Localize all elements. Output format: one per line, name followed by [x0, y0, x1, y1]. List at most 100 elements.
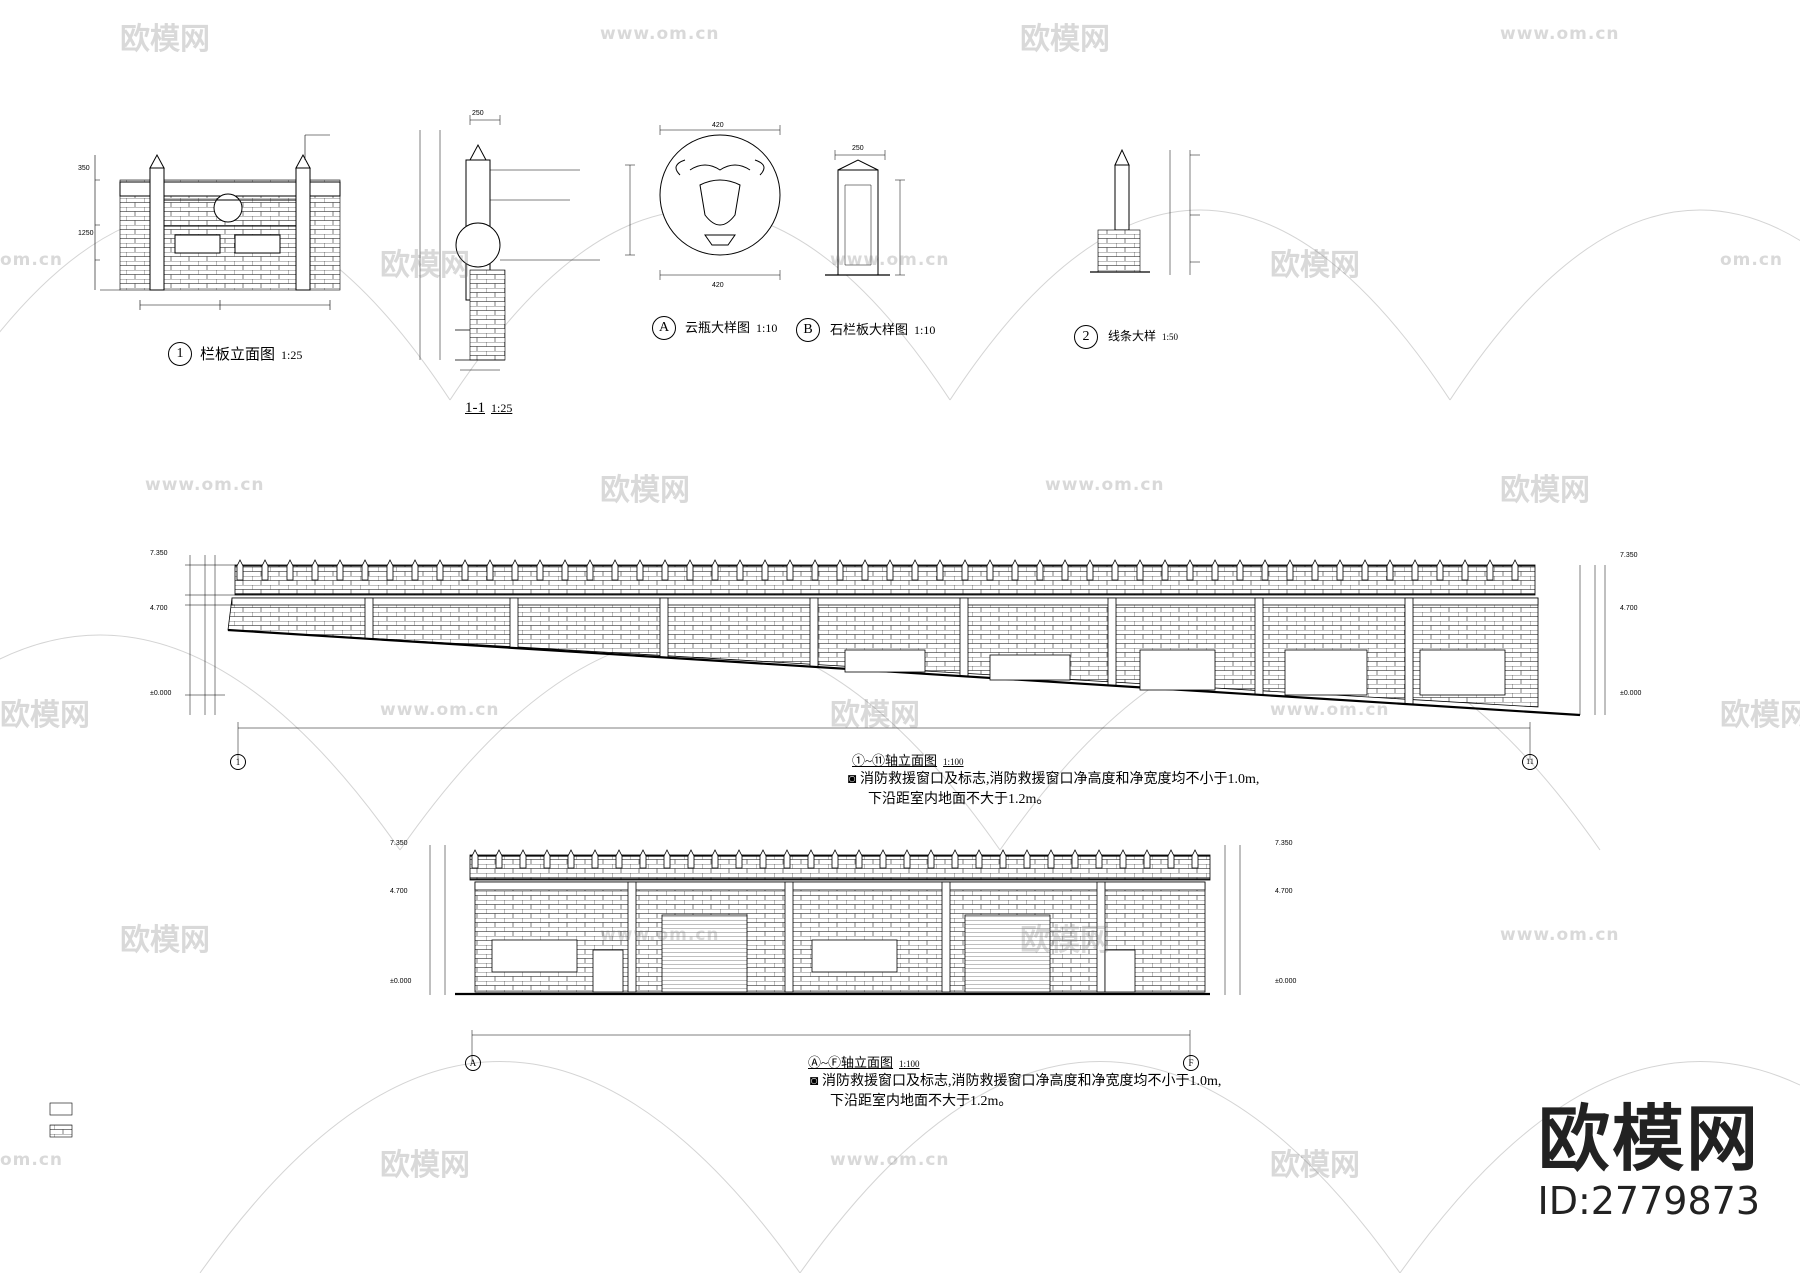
baluster-post — [361, 559, 369, 581]
baluster-post — [536, 559, 544, 581]
watermark-logo: 欧模网 — [120, 923, 210, 958]
baluster-post — [836, 559, 844, 581]
detail-1-1-section — [419, 115, 600, 371]
watermark-url: www.om.cn — [830, 1150, 950, 1170]
baluster-post — [903, 849, 911, 869]
baluster-post — [1047, 849, 1055, 869]
elevation-1-note-line1: ◙ 消防救援窗口及标志,消防救援窗口净高度和净宽度均不小于1.0m, — [848, 770, 1259, 790]
elevation-1-note-text1: 消防救援窗口及标志,消防救援窗口净高度和净宽度均不小于1.0m, — [859, 772, 1260, 787]
baluster-post — [855, 849, 863, 869]
watermark-url: www.om.cn — [600, 24, 720, 44]
detail-1-scale: 1:25 — [281, 348, 303, 362]
dim-label: 7.350 — [1275, 840, 1293, 847]
pilaster — [1254, 597, 1264, 695]
detail-1-railing-elevation — [94, 134, 341, 310]
elevation-1-scale: 1:100 — [943, 757, 964, 767]
baluster-post — [261, 559, 269, 581]
watermark-url: www.om.cn — [1500, 925, 1620, 945]
baluster-post — [311, 559, 319, 581]
baluster-post — [687, 849, 695, 869]
dim-label: 4.700 — [390, 888, 408, 895]
baluster-post — [1336, 559, 1344, 581]
detail-2-moulding — [1090, 148, 1200, 275]
pilaster — [1404, 597, 1414, 705]
baluster-post — [1071, 849, 1079, 869]
dim-label: 4.700 — [1620, 605, 1638, 612]
baluster-post — [436, 559, 444, 581]
dim-label: 420 — [712, 122, 724, 129]
watermark-url: www.om.cn — [1270, 700, 1390, 720]
baluster-post — [1011, 559, 1019, 581]
baluster-post — [386, 559, 394, 581]
dim-label: ±0.000 — [1620, 690, 1642, 697]
watermark-url: om.cn — [0, 250, 64, 270]
watermark-logo: 欧模网 — [1720, 698, 1800, 733]
elevation-1-note-line2: 下沿距室内地面不大于1.2m。 — [868, 792, 1051, 807]
dim-label: ±0.000 — [390, 978, 412, 985]
elevation-2-note-text1: 消防救援窗口及标志,消防救援窗口净高度和净宽度均不小于1.0m, — [821, 1074, 1222, 1089]
elevation-1-balusters — [236, 559, 1519, 581]
baluster-post — [807, 849, 815, 869]
baluster-post — [1161, 559, 1169, 581]
baluster-post — [1436, 559, 1444, 581]
dim-label: 250 — [472, 110, 484, 117]
detail-B-stone-panel — [825, 150, 905, 276]
dim-label: 420 — [712, 282, 724, 289]
detail-B-marker: B — [796, 318, 820, 342]
baluster-post — [1461, 559, 1469, 581]
baluster-post — [759, 849, 767, 869]
baluster-post — [861, 559, 869, 581]
dim-label: 1250 — [78, 230, 94, 237]
baluster-post — [1036, 559, 1044, 581]
pilaster — [659, 597, 669, 658]
baluster-post — [1111, 559, 1119, 581]
baluster-post — [561, 559, 569, 581]
detail-A-marker: A — [652, 316, 676, 340]
baluster-post — [761, 559, 769, 581]
baluster-post — [1119, 849, 1127, 869]
baluster-post — [831, 849, 839, 869]
baluster-post — [711, 849, 719, 869]
bullet-icon: ◙ — [848, 772, 860, 787]
baluster-post — [1167, 849, 1175, 869]
detail-B-title-text: 石栏板大样图 — [830, 322, 909, 337]
axis-bubble-1: 1 — [230, 754, 246, 770]
baluster-post — [986, 559, 994, 581]
baluster-post — [1411, 559, 1419, 581]
detail-2-title-text: 线条大样 — [1108, 329, 1157, 343]
detail-1-1-scale: 1:25 — [491, 401, 513, 415]
detail-A-title-text: 云瓶大样图 — [685, 320, 751, 335]
baluster-post — [911, 559, 919, 581]
baluster-post — [1136, 559, 1144, 581]
baluster-post — [495, 849, 503, 869]
watermark-logo: 欧模网 — [1020, 923, 1110, 958]
dim-label: 4.700 — [1275, 888, 1293, 895]
dim-label: ±0.000 — [1275, 978, 1297, 985]
baluster-post — [1186, 559, 1194, 581]
baluster-post — [975, 849, 983, 869]
detail-A-vase — [625, 125, 781, 280]
dim-label: ±0.000 — [150, 690, 172, 697]
baluster-post — [927, 849, 935, 869]
baluster-post — [1361, 559, 1369, 581]
model-id: ID:2779873 — [1537, 1179, 1760, 1223]
pilaster — [959, 597, 969, 677]
axis-bubble-A: A — [465, 1055, 481, 1071]
baluster-post — [711, 559, 719, 581]
watermark-url: om.cn — [0, 1150, 64, 1170]
baluster-post — [519, 849, 527, 869]
watermark-logo: 欧模网 — [380, 248, 470, 283]
baluster-post — [686, 559, 694, 581]
material-legend — [49, 1102, 73, 1138]
dim-label: 250 — [852, 145, 864, 152]
brand-block: 欧模网 ID:2779873 — [1537, 1099, 1760, 1223]
watermark-logo: 欧模网 — [600, 473, 690, 508]
baluster-post — [1286, 559, 1294, 581]
baluster-post — [1061, 559, 1069, 581]
dim-label: 350 — [78, 165, 90, 172]
baluster-post — [543, 849, 551, 869]
watermark-url: om.cn — [1720, 250, 1784, 270]
elevation-1-pilasters — [364, 597, 1414, 705]
